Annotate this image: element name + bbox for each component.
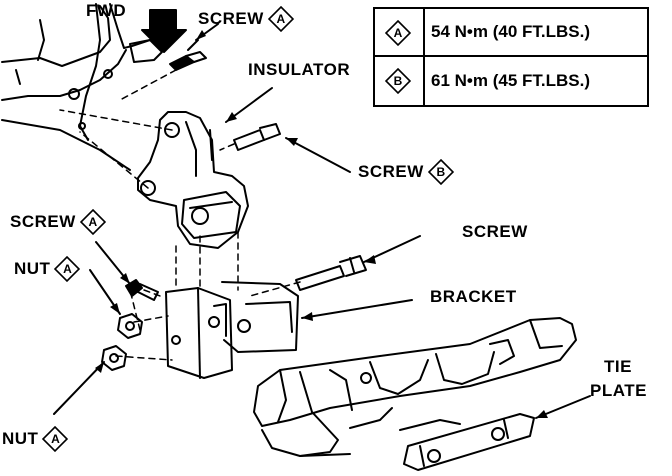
torque-key-letter: A [276, 12, 286, 26]
torque-row-key: B [375, 57, 425, 105]
screw-right [295, 255, 367, 291]
insulator [137, 111, 249, 249]
torque-key-letter: B [436, 165, 446, 179]
torque-row-value: 61 N•m (45 FT.LBS.) [431, 71, 590, 90]
nut-a-upper-text: NUT [14, 259, 51, 278]
bracket-label: BRACKET [430, 287, 517, 306]
nut-a-lower-text: NUT [2, 429, 39, 448]
tie-plate-label-line2: PLATE [590, 381, 647, 400]
nut-a-lower-label: NUT A [2, 426, 69, 452]
insulator-label: INSULATOR [248, 60, 351, 79]
torque-key-a-icon: A [267, 6, 294, 32]
forward-arrow-icon [141, 9, 187, 53]
screw-b-label: SCREW B [358, 159, 454, 185]
torque-key-a-icon: A [385, 20, 411, 46]
torque-key-b-icon: B [385, 68, 411, 94]
nut-a-lower [101, 345, 127, 371]
tie-plate-label-line1: TIE [604, 357, 632, 376]
screw-b-text: SCREW [358, 162, 424, 181]
torque-key-letter: A [393, 26, 403, 40]
torque-key-b-icon: B [427, 159, 454, 185]
nut-a-upper-label: NUT A [14, 256, 81, 282]
screw-a-left [125, 279, 159, 301]
torque-key-letter: A [63, 262, 72, 276]
fwd-label: FWD [86, 1, 127, 20]
torque-key-a-icon: A [79, 209, 106, 235]
torque-spec-table: A 54 N•m (40 FT.LBS.) B 61 N•m (45 FT.LB… [373, 7, 649, 107]
torque-key-letter: A [88, 215, 98, 229]
screw-a-left-label: SCREW A [10, 209, 106, 235]
torque-key-a-icon: A [54, 256, 81, 282]
torque-row-value: 54 N•m (40 FT.LBS.) [431, 22, 590, 41]
nut-a-upper [117, 313, 143, 339]
torque-key-letter: A [51, 432, 60, 446]
torque-row: A 54 N•m (40 FT.LBS.) [375, 9, 647, 57]
screw-a-top-label: SCREW A [198, 6, 294, 32]
screw-a-top [169, 39, 207, 71]
torque-key-letter: B [393, 74, 403, 88]
screw-b [233, 123, 281, 151]
bracket [165, 281, 299, 379]
tie-plate [399, 413, 535, 471]
leader-arrowheads [95, 30, 548, 418]
screw-right-label: SCREW [462, 222, 528, 241]
screw-a-top-text: SCREW [198, 9, 264, 28]
frame-rail [253, 317, 577, 457]
torque-row: B 61 N•m (45 FT.LBS.) [375, 57, 647, 105]
screw-a-left-text: SCREW [10, 212, 76, 231]
engine-block [1, 3, 163, 171]
torque-key-a-icon: A [42, 426, 69, 452]
torque-row-key: A [375, 9, 425, 57]
